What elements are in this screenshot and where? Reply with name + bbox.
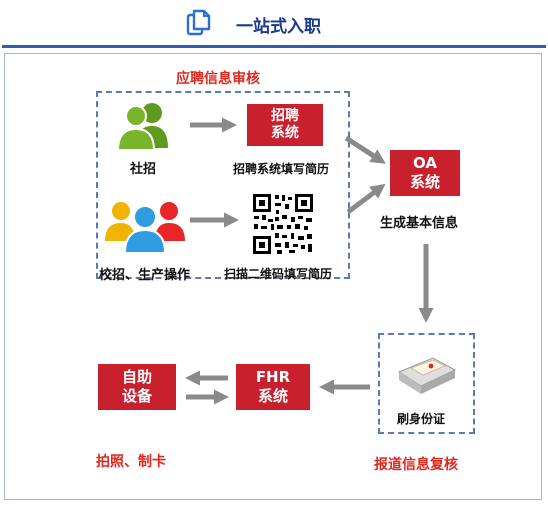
recruit-system-caption: 招聘系统填写简历 [233,162,330,176]
oa-caption: 生成基本信息 [380,216,459,231]
single-user-green-icon [116,100,176,152]
user-group-icon [105,197,185,255]
social-label: 社招 [130,162,157,177]
arrow-qr-to-oa [346,183,386,214]
arrow-recruit-to-oa [344,135,386,164]
document-copy-icon [186,9,212,37]
review-caption: 应聘信息审核 [176,71,260,87]
qr-caption: 扫描二维码填写简历 [224,267,333,281]
fhr-system-box: FHR 系统 [236,364,310,410]
page-title: 一站式入职 [236,17,321,37]
self-service-line1: 自助 [121,368,152,387]
header-divider [2,45,546,48]
recruit-system-line2: 系统 [271,125,299,141]
oa-system-box: OA 系统 [390,150,460,196]
id-card-reader-icon [395,354,457,396]
report-caption: 报道信息复核 [374,457,458,473]
id-card-caption: 刷身份证 [397,412,446,426]
oa-system-line2: 系统 [409,173,440,191]
recruit-system-box: 招聘 系统 [247,104,323,146]
qr-code-icon [251,192,315,256]
self-service-caption: 拍照、制卡 [96,454,166,470]
campus-label: 校招、生产操作 [99,268,191,283]
oa-system-line1: OA [413,154,437,173]
review-group-box [96,91,350,279]
fhr-system-line2: 系统 [257,387,288,405]
fhr-system-line1: FHR [255,368,291,387]
recruit-system-line1: 招聘 [271,107,299,124]
diagram-panel [4,53,542,500]
self-service-line2: 设备 [121,387,152,405]
self-service-device-box: 自助 设备 [98,364,176,410]
id-card-group-box [378,333,475,434]
